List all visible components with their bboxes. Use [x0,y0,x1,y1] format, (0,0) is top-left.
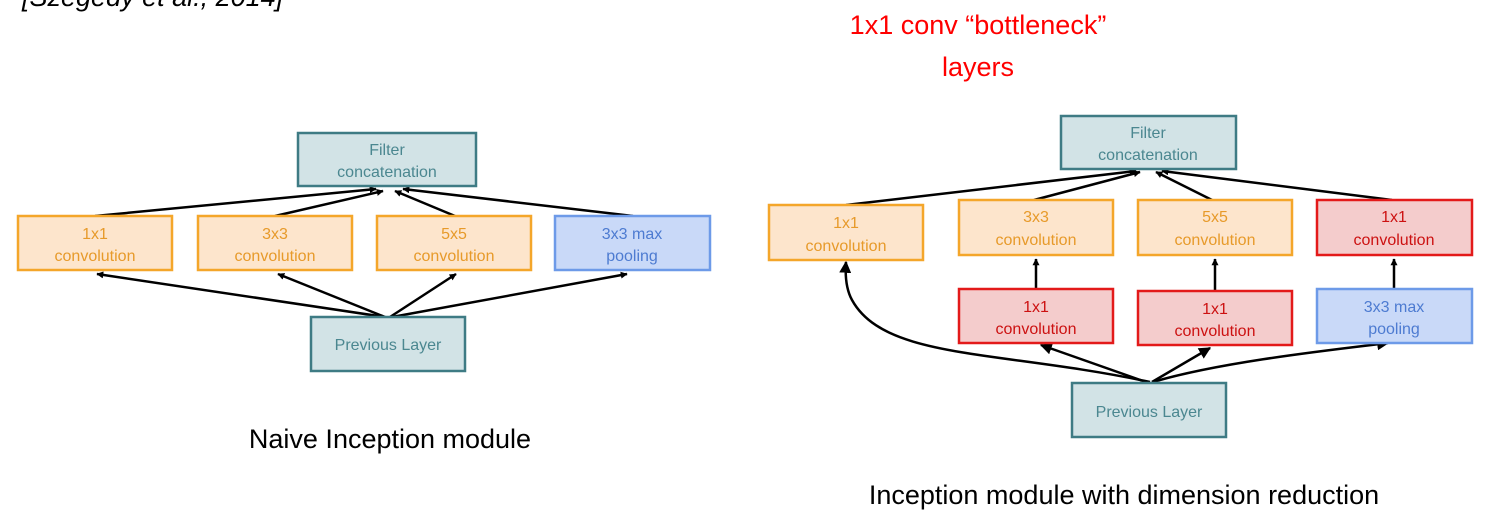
arrow-red-prev-to-pool-curve [1152,338,1390,384]
reduction-top-5x5-conv: 5x5 convolution [1136,198,1294,257]
reduction-previous-layer: Previous Layer [1070,381,1228,439]
arrow-naive-prev-to-3x3 [277,272,386,319]
bottleneck-line-1: 1x1 conv “bottleneck” [850,10,1107,40]
naive-arrows-up [94,186,634,218]
arrow-naive-prev-to-pool [391,271,628,319]
reduction-top-pool-1x1-line-2: convolution [1354,232,1435,249]
naive-branch-pool-line-1: 3x3 max [602,226,662,243]
reduction-top-pool-1x1-line-1: 1x1 [1381,209,1407,226]
reduction-top-5x5-line-1: 5x5 [1202,209,1228,226]
header-citation: [Szegedy et al., 2014] [21,0,285,12]
reduction-top-3x3-line-2: convolution [996,232,1077,249]
naive-previous-layer-label: Previous Layer [335,337,442,354]
arrow-red-prev-to-1x1b [1151,346,1212,384]
reduction-bottom-1x1-conv-b: 1x1 convolution [1136,289,1294,347]
reduction-top-3x3-conv: 3x3 convolution [957,198,1115,257]
reduction-bottom-pool-line-2: pooling [1368,321,1420,338]
naive-branch-1x1-conv: 1x1 convolution [16,214,174,272]
reduction-bottom-1x1-conv-a: 1x1 convolution [957,287,1115,345]
reduction-filter-concatenation: Filter concatenation [1059,114,1238,171]
naive-branch-pool-line-2: pooling [606,248,658,265]
bottleneck-line-2: layers [942,52,1014,82]
naive-branch-3x3-line-2: convolution [235,248,316,265]
arrow-red-3x3-to-concat [1033,170,1141,202]
reduction-module: Filter concatenation 1x1 convolution 3x3… [767,114,1474,510]
reduction-top-1x1-line-1: 1x1 [833,215,859,232]
reduction-bottom-1x1b-line-1: 1x1 [1202,301,1228,318]
naive-arrows-down [96,271,628,319]
reduction-bottom-1x1a-line-1: 1x1 [1023,299,1049,316]
reduction-bottom-pool-line-1: 3x3 max [1364,299,1424,316]
arrow-naive-1x1-to-concat [94,186,377,218]
arrow-red-prev-to-1x1a [1039,342,1147,384]
reduction-bottom-1x1b-line-2: convolution [1175,323,1256,340]
arrow-naive-3x3-to-concat [274,189,384,218]
reduction-arrows-up [845,168,1393,207]
reduction-bottom-1x1a-line-2: convolution [996,321,1077,338]
naive-branch-5x5-line-2: convolution [414,248,495,265]
bottleneck-annotation: 1x1 conv “bottleneck” layers [850,10,1107,82]
reduction-top-1x1-line-2: convolution [806,238,887,255]
reduction-top-1x1-conv: 1x1 convolution [767,203,925,262]
naive-filter-concatenation: Filter concatenation [296,131,478,188]
reduction-arrows-vertical [1032,258,1398,291]
naive-branch-5x5-conv: 5x5 convolution [375,214,533,272]
reduction-bottom-max-pooling: 3x3 max pooling [1315,287,1474,345]
naive-module: Filter concatenation 1x1 convolution 3x3… [16,131,712,454]
reduction-top-pool-1x1-conv: 1x1 convolution [1315,198,1474,257]
naive-filter-line-2: concatenation [337,164,437,181]
reduction-top-5x5-line-2: convolution [1175,232,1256,249]
reduction-filter-line-2: concatenation [1098,147,1198,164]
arrow-naive-prev-to-1x1 [96,271,386,319]
naive-branch-5x5-line-1: 5x5 [441,226,467,243]
reduction-arrows-from-prev [839,260,1390,384]
reduction-top-3x3-line-1: 3x3 [1023,209,1049,226]
naive-branch-3x3-conv: 3x3 convolution [196,214,354,272]
arrow-naive-prev-to-5x5 [389,272,457,319]
arrow-red-1x1-to-concat [845,168,1137,207]
naive-caption: Naive Inception module [249,424,531,454]
naive-filter-line-1: Filter [369,142,405,159]
arrow-red-prev-to-1x1-curve [839,260,1151,384]
naive-branch-3x3-line-1: 3x3 [262,226,288,243]
naive-branch-1x1-line-2: convolution [55,248,136,265]
reduction-caption: Inception module with dimension reductio… [869,480,1379,510]
arrow-red-5x5-to-concat [1155,170,1213,202]
reduction-previous-layer-label: Previous Layer [1096,404,1203,421]
arrow-naive-5x5-to-concat [394,189,456,218]
reduction-filter-line-1: Filter [1130,125,1166,142]
arrow-naive-pool-to-concat [402,186,634,218]
naive-branch-max-pooling: 3x3 max pooling [553,214,712,272]
naive-previous-layer: Previous Layer [309,315,467,373]
arrow-red-pool1x1-to-concat [1161,168,1393,202]
naive-branch-1x1-line-1: 1x1 [82,226,108,243]
